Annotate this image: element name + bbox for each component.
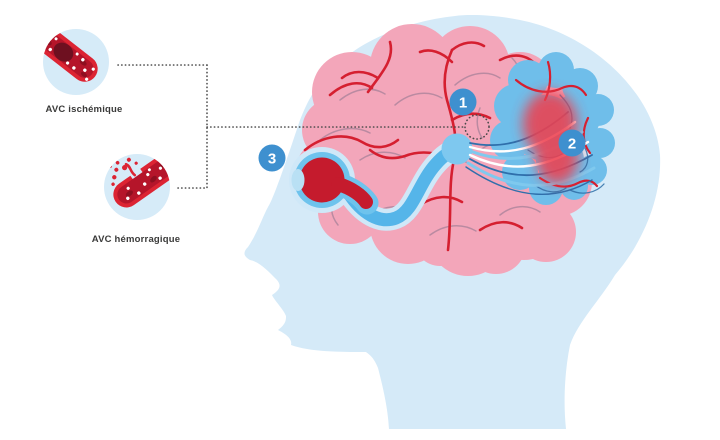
dotted-connectors (117, 64, 490, 189)
marker-2: 2 (558, 129, 586, 157)
blood-spray (109, 157, 138, 186)
hemorrhagic-inset-label: AVC hémorragique (91, 234, 181, 245)
vessel-rupture-gap (128, 165, 143, 180)
ischemic-inset-label: AVC ischémique (45, 104, 123, 115)
eyeball (299, 157, 345, 203)
eye-stub (331, 177, 373, 209)
marker-2-number: 2 (568, 136, 576, 153)
marker-3: 3 (258, 144, 286, 172)
dotted-focus-circle (464, 114, 490, 140)
optic-pathway (289, 133, 473, 231)
marker-3-number: 3 (268, 151, 276, 168)
ischemic-inset (43, 29, 109, 95)
blood-clot (53, 42, 74, 62)
marker-1-number: 1 (459, 95, 467, 112)
hemorrhagic-inset (104, 154, 170, 220)
cornea (291, 169, 305, 191)
marker-1: 1 (449, 88, 477, 116)
lgn-node (441, 133, 473, 165)
